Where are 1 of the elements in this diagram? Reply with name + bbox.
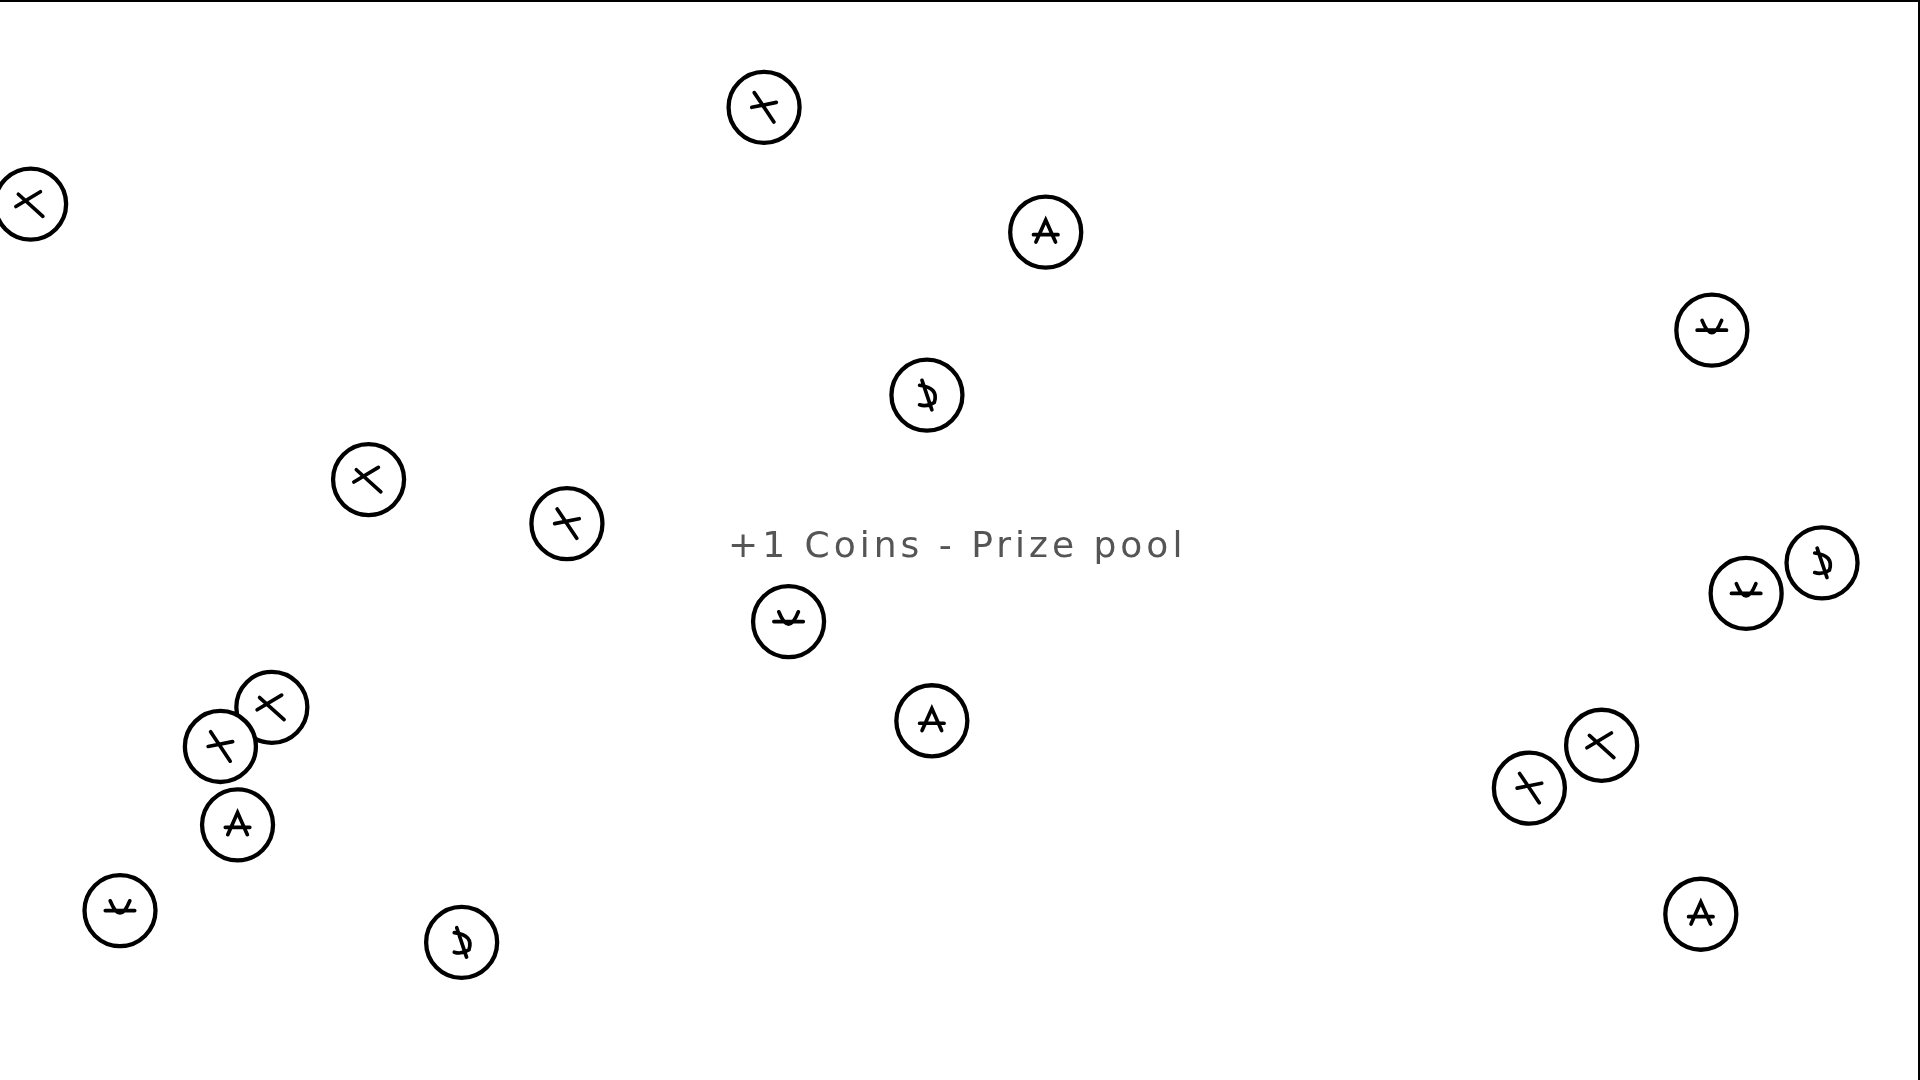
- prize-caption: +1 Coins - Prize pool: [728, 524, 1187, 565]
